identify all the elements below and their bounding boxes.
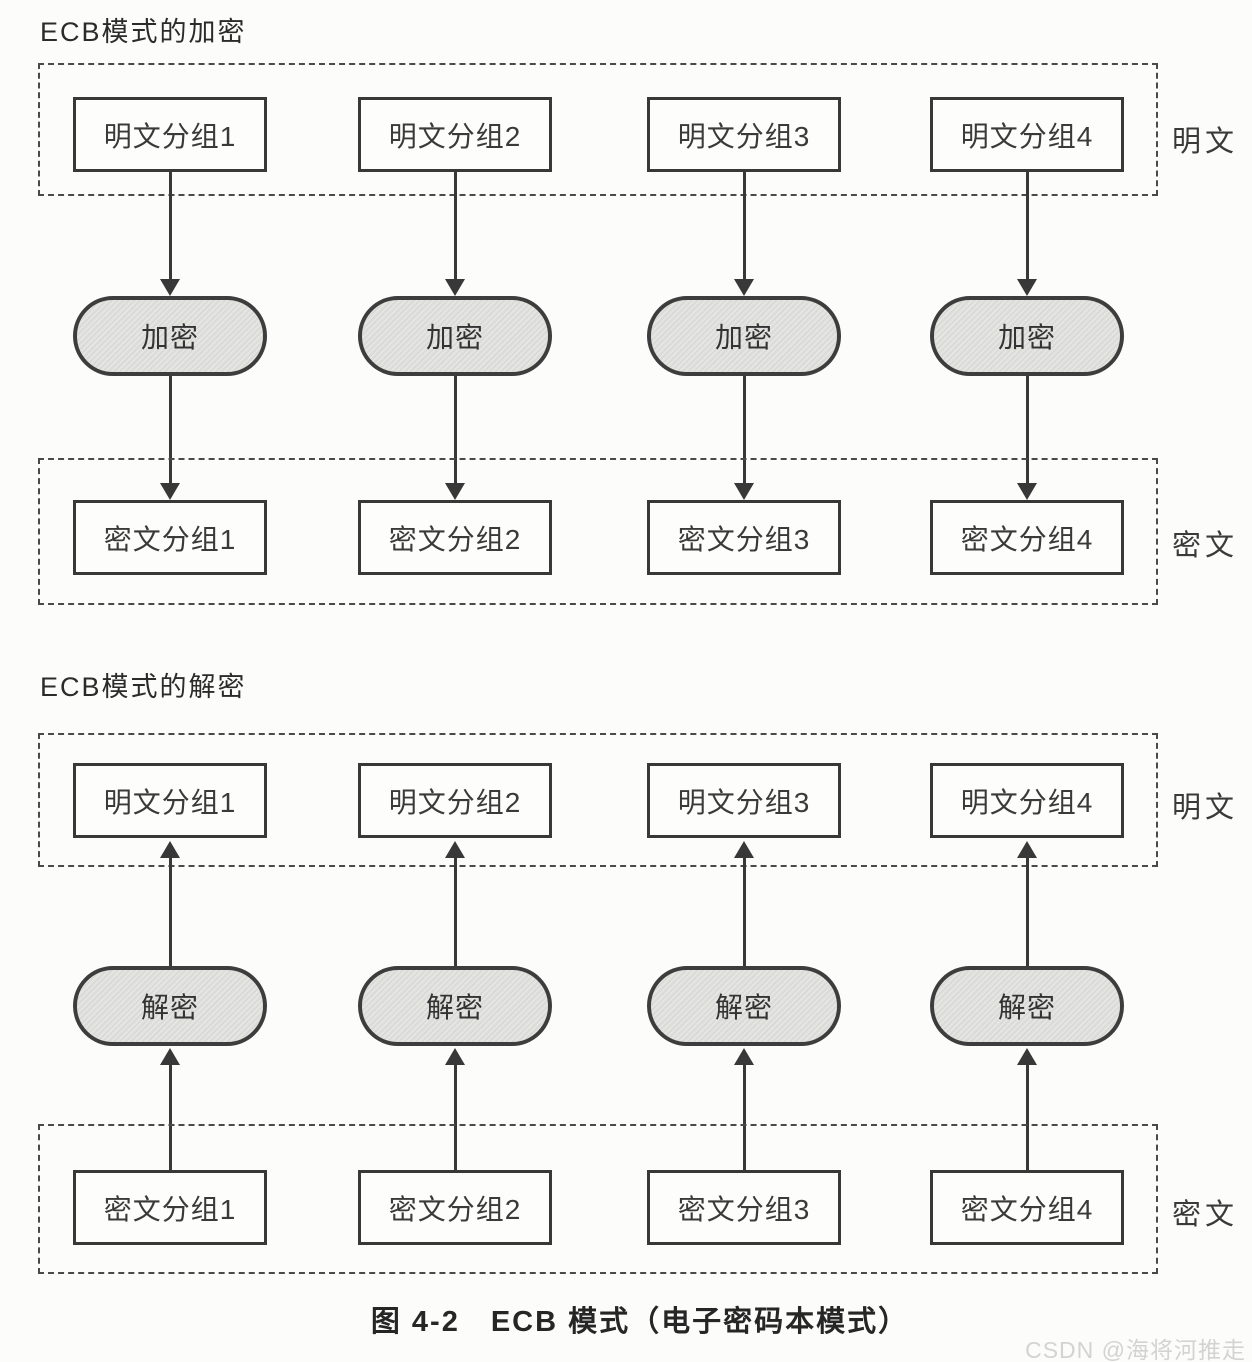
arrow-line <box>454 856 457 966</box>
arrow-line <box>1026 856 1029 966</box>
arrow-line <box>1026 1063 1029 1170</box>
encrypt-oval-2: 加密 <box>358 296 552 376</box>
enc-plaintext-block-2: 明文分组2 <box>358 97 552 172</box>
enc-plaintext-block-3: 明文分组3 <box>647 97 841 172</box>
dec-plaintext-block-2: 明文分组2 <box>358 763 552 838</box>
arrow-line <box>743 172 746 282</box>
arrow-line <box>743 1063 746 1170</box>
arrow-up-icon <box>445 841 465 858</box>
arrow-line <box>743 376 746 483</box>
arrow-up-icon <box>1017 841 1037 858</box>
arrow-line <box>1026 172 1029 282</box>
arrow-line <box>454 376 457 483</box>
dec-plaintext-block-3: 明文分组3 <box>647 763 841 838</box>
dec-ciphertext-block-1: 密文分组1 <box>73 1170 267 1245</box>
arrow-line <box>169 172 172 282</box>
decrypt-oval-3: 解密 <box>647 966 841 1046</box>
enc-plaintext-block-1: 明文分组1 <box>73 97 267 172</box>
enc-ciphertext-block-3: 密文分组3 <box>647 500 841 575</box>
arrow-down-icon <box>445 279 465 296</box>
dec-plaintext-side-label: 明文 <box>1172 792 1239 824</box>
arrow-down-icon <box>1017 279 1037 296</box>
enc-ciphertext-block-4: 密文分组4 <box>930 500 1124 575</box>
figure-caption: 图 4-2 ECB 模式（电子密码本模式） <box>370 1306 910 1338</box>
encryption-plaintext-group-box <box>38 63 1158 196</box>
dec-plaintext-block-4: 明文分组4 <box>930 763 1124 838</box>
decrypt-oval-2: 解密 <box>358 966 552 1046</box>
dec-plaintext-block-1: 明文分组1 <box>73 763 267 838</box>
arrow-line <box>743 856 746 966</box>
enc-ciphertext-block-2: 密文分组2 <box>358 500 552 575</box>
arrow-line <box>454 1063 457 1170</box>
encrypt-oval-1: 加密 <box>73 296 267 376</box>
dec-ciphertext-side-label: 密文 <box>1172 1199 1239 1231</box>
arrow-line <box>454 172 457 282</box>
arrow-down-icon <box>160 483 180 500</box>
enc-ciphertext-block-1: 密文分组1 <box>73 500 267 575</box>
encrypt-oval-3: 加密 <box>647 296 841 376</box>
enc-plaintext-block-4: 明文分组4 <box>930 97 1124 172</box>
enc-plaintext-side-label: 明文 <box>1172 126 1239 158</box>
decryption-plaintext-group-box <box>38 733 1158 867</box>
arrow-down-icon <box>160 279 180 296</box>
arrow-down-icon <box>1017 483 1037 500</box>
arrow-up-icon <box>160 841 180 858</box>
arrow-down-icon <box>445 483 465 500</box>
arrow-up-icon <box>734 841 754 858</box>
watermark: CSDN @海将河推走 <box>1025 1337 1246 1362</box>
arrow-line <box>169 856 172 966</box>
decrypt-oval-1: 解密 <box>73 966 267 1046</box>
arrow-down-icon <box>734 279 754 296</box>
encrypt-oval-4: 加密 <box>930 296 1124 376</box>
arrow-down-icon <box>734 483 754 500</box>
decrypt-oval-4: 解密 <box>930 966 1124 1046</box>
encryption-section-title: ECB模式的加密 <box>40 17 247 47</box>
arrow-up-icon <box>445 1048 465 1065</box>
decryption-section-title: ECB模式的解密 <box>40 672 247 702</box>
dec-ciphertext-block-3: 密文分组3 <box>647 1170 841 1245</box>
dec-ciphertext-block-2: 密文分组2 <box>358 1170 552 1245</box>
arrow-up-icon <box>160 1048 180 1065</box>
encryption-ciphertext-group-box <box>38 458 1158 605</box>
arrow-line <box>169 1063 172 1170</box>
enc-ciphertext-side-label: 密文 <box>1172 530 1239 562</box>
dec-ciphertext-block-4: 密文分组4 <box>930 1170 1124 1245</box>
arrow-line <box>1026 376 1029 483</box>
arrow-up-icon <box>734 1048 754 1065</box>
arrow-up-icon <box>1017 1048 1037 1065</box>
decryption-ciphertext-group-box <box>38 1124 1158 1274</box>
arrow-line <box>169 376 172 483</box>
